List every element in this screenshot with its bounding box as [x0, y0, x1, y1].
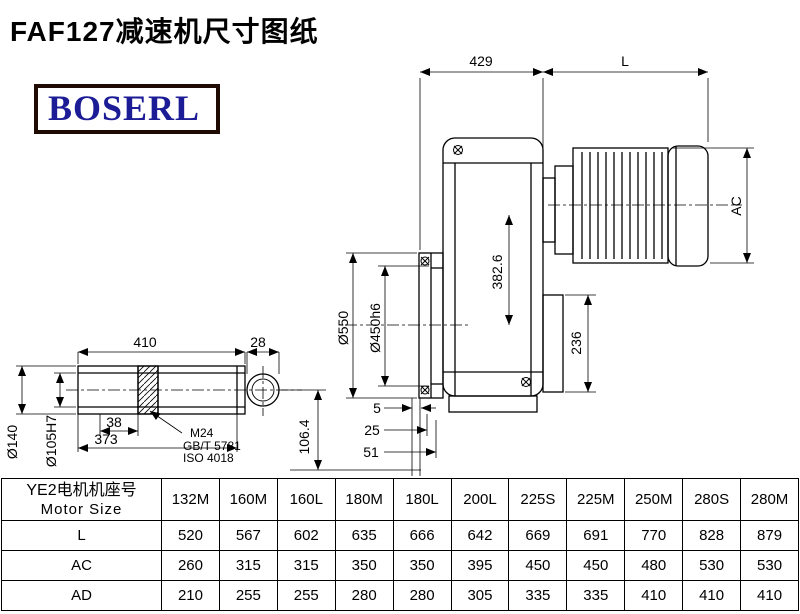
cell-AC-180M: 350 [334, 550, 394, 581]
table-row-L: L 520 567 602 635 666 642 669 691 770 82… [1, 520, 799, 551]
row-label-L: L [1, 520, 162, 551]
table-row-AC: AC 260 315 315 350 350 395 450 450 480 5… [1, 550, 799, 581]
cell-L-225M: 691 [566, 520, 626, 551]
motor-body [572, 145, 709, 267]
cell-AC-180L: 350 [392, 550, 452, 581]
cell-AC-250M: 480 [624, 550, 684, 581]
cell-L-180L: 666 [392, 520, 452, 551]
cell-L-280M: 879 [740, 520, 799, 551]
cell-AC-280M: 530 [740, 550, 799, 581]
cell-L-180M: 635 [334, 520, 394, 551]
cell-AD-280S: 410 [682, 580, 742, 611]
shaft-detail [77, 365, 280, 415]
col-header-160M: 160M [218, 478, 278, 521]
callout-iso4018: ISO 4018 [183, 451, 234, 465]
cell-AD-132M: 210 [161, 580, 220, 611]
dim-105H7: Ø105H7 [43, 415, 59, 467]
col-header-132M: 132M [161, 478, 220, 521]
cell-AD-225M: 335 [566, 580, 626, 611]
cell-AD-280M: 410 [740, 580, 799, 611]
callout-gb5781: GB/T 5781 [183, 439, 241, 453]
cell-L-200L: 642 [450, 520, 510, 551]
dim-236: 236 [568, 331, 584, 355]
cell-AD-180L: 280 [392, 580, 452, 611]
motor-dimension-table: YE2电机机座号 Motor Size 132M 160M 160L 180M … [1, 478, 799, 611]
callout-m24: M24 [190, 426, 214, 440]
motor-size-label-cn: YE2电机机座号 [26, 481, 137, 499]
row-label-AC: AC [1, 550, 162, 581]
dim-550: Ø550 [335, 311, 351, 345]
cell-AD-200L: 305 [450, 580, 510, 611]
cell-AC-160L: 315 [276, 550, 336, 581]
dim-429: 429 [469, 53, 493, 69]
col-header-160L: 160L [276, 478, 336, 521]
cell-L-225S: 669 [508, 520, 568, 551]
col-header-225S: 225S [508, 478, 568, 521]
cell-AC-225M: 450 [566, 550, 626, 581]
motor-size-header: YE2电机机座号 Motor Size [1, 478, 162, 521]
cell-AC-160M: 315 [218, 550, 278, 581]
logo-text: BOSERL [48, 88, 201, 128]
col-header-250M: 250M [624, 478, 684, 521]
table-header-row: YE2电机机座号 Motor Size 132M 160M 160L 180M … [1, 478, 799, 521]
col-header-280S: 280S [682, 478, 742, 521]
dim-373: 373 [94, 431, 118, 447]
col-header-200L: 200L [450, 478, 510, 521]
dim-25: 25 [364, 422, 380, 438]
dim-AC: AC [728, 196, 744, 215]
col-header-180M: 180M [334, 478, 394, 521]
row-label-AD: AD [1, 580, 162, 611]
cell-AC-132M: 260 [161, 550, 220, 581]
cell-L-250M: 770 [624, 520, 684, 551]
dim-410: 410 [133, 334, 157, 350]
output-flange [418, 252, 444, 399]
cell-L-160L: 602 [276, 520, 336, 551]
dim-382: 382.6 [489, 254, 505, 289]
boserl-logo: BOSERL [34, 84, 221, 134]
callout-labels: M24 GB/T 5781 ISO 4018 [183, 426, 241, 465]
dimension-drawing: 429 L AC Ø550 Ø450h6 382.6 236 5 25 51 4… [4, 53, 754, 476]
cell-AD-250M: 410 [624, 580, 684, 611]
dim-38: 38 [106, 414, 122, 430]
centerlines [66, 204, 742, 416]
cell-L-132M: 520 [161, 520, 220, 551]
dim-51: 51 [363, 444, 379, 460]
col-header-280M: 280M [740, 478, 799, 521]
cell-AC-200L: 395 [450, 550, 510, 581]
dim-140: Ø140 [4, 425, 20, 459]
motor-size-label-en: Motor Size [40, 500, 123, 518]
col-header-180L: 180L [392, 478, 452, 521]
col-header-225M: 225M [566, 478, 626, 521]
cell-AC-280S: 530 [682, 550, 742, 581]
dimension-labels: 429 L AC Ø550 Ø450h6 382.6 236 5 25 51 4… [4, 53, 744, 467]
dim-450h6: Ø450h6 [367, 303, 383, 353]
cell-AD-160M: 255 [218, 580, 278, 611]
cell-L-160M: 567 [218, 520, 278, 551]
dim-5: 5 [373, 400, 381, 416]
page-title: FAF127减速机尺寸图纸 [10, 16, 319, 47]
dimension-lines [16, 68, 754, 476]
dim-106: 106.4 [296, 419, 312, 454]
cell-AD-180M: 280 [334, 580, 394, 611]
cell-L-280S: 828 [682, 520, 742, 551]
motor-adapter [542, 165, 574, 255]
cell-AD-160L: 255 [276, 580, 336, 611]
cell-AD-225S: 335 [508, 580, 568, 611]
cell-AC-225S: 450 [508, 550, 568, 581]
table-row-AD: AD 210 255 255 280 280 305 335 335 410 4… [1, 580, 799, 611]
gearbox-housing [442, 137, 564, 413]
dim-28: 28 [250, 334, 266, 350]
dim-L: L [621, 53, 629, 69]
bolt-symbols [420, 145, 531, 395]
